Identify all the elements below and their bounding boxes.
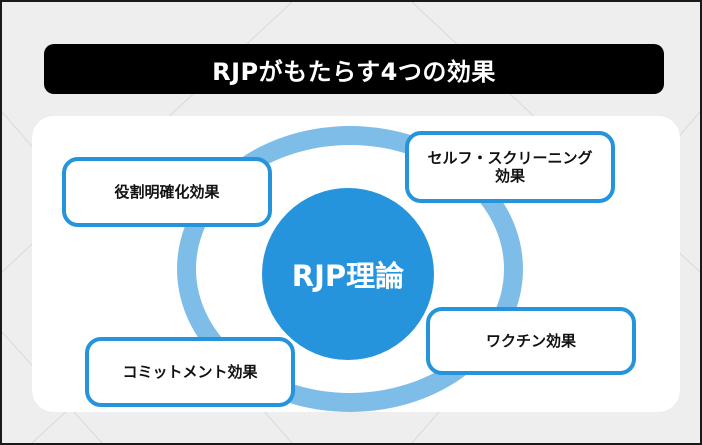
effect-label: コミットメント効果 [122, 363, 258, 381]
effect-box-role-clarity: 役割明確化効果 [62, 157, 272, 227]
effect-box-commitment: コミットメント効果 [85, 337, 295, 407]
effect-label: 役割明確化効果 [114, 183, 220, 201]
diagram-title: RJPがもたらす4つの効果 [212, 57, 496, 86]
effect-box-vaccine: ワクチン効果 [426, 307, 636, 375]
center-circle: RJP理論 [262, 188, 434, 360]
center-label: RJP理論 [291, 259, 405, 293]
effect-label: ワクチン効果 [485, 332, 576, 350]
title-bar: RJPがもたらす4つの効果 [44, 44, 664, 94]
effect-label: セルフ・スクリーニング 効果 [427, 149, 593, 185]
effect-box-self-screening: セルフ・スクリーニング 効果 [405, 131, 615, 203]
